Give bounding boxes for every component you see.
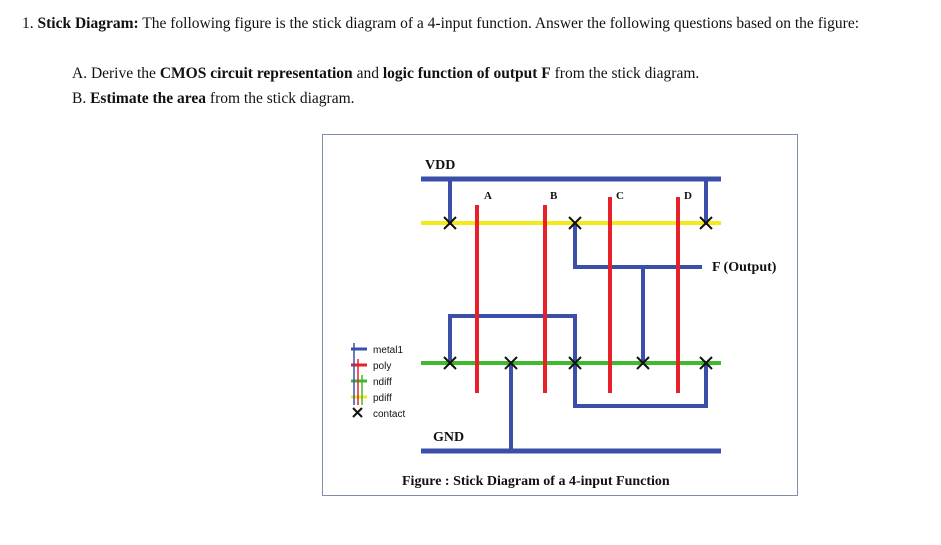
contact-pmos-vdd-right-icon: [699, 216, 713, 230]
part-b-label: B.: [72, 90, 87, 107]
legend-label-metal1: metal1: [373, 345, 403, 356]
output-net-nmos: [573, 363, 708, 408]
part-a-term1: CMOS circuit representation: [159, 65, 353, 82]
part-a-term2: logic function of output F: [382, 65, 551, 82]
stick-diagram-figure: VDD A B C D F (Output) GND Figure : Stic…: [322, 134, 798, 496]
input-label-d: D: [684, 190, 692, 202]
contact-pmos-output-icon: [568, 216, 582, 230]
legend-label-ndiff: ndiff: [373, 377, 392, 388]
legend-label-pdiff: pdiff: [373, 393, 392, 404]
part-b-line: B. Estimate the area from the stick diag…: [72, 89, 355, 109]
question-number: 1.: [22, 15, 34, 32]
stick-diagram-svg: VDD A B C D F (Output) GND Figure : Stic…: [351, 158, 777, 489]
legend-contact-x-icon: [352, 407, 363, 418]
figure-caption: Figure : Stick Diagram of a 4-input Func…: [402, 474, 670, 489]
output-label: F (Output): [712, 260, 777, 275]
vdd-label: VDD: [425, 158, 455, 173]
contact-nmos-5-icon: [699, 356, 713, 370]
gnd-label: GND: [433, 430, 464, 445]
contacts: [443, 216, 713, 370]
part-a-tail: from the stick diagram.: [554, 65, 700, 82]
part-b-term: Estimate the area: [90, 90, 207, 107]
input-label-b: B: [550, 190, 558, 202]
legend-label-contact: contact: [373, 409, 405, 420]
part-a-mid: and: [356, 65, 379, 82]
question-intro: The following figure is the stick diagra…: [142, 15, 860, 32]
nmos-internal-loop: [448, 314, 577, 363]
contact-pmos-vdd-left-icon: [443, 216, 457, 230]
part-a-line: A. Derive the CMOS circuit representatio…: [72, 64, 699, 84]
question-1-line: 1. Stick Diagram: The following figure i…: [22, 14, 859, 34]
part-b-tail: from the stick diagram.: [209, 90, 355, 107]
contact-nmos-1-icon: [443, 356, 457, 370]
legend: metal1 poly ndiff pdiff contact: [351, 345, 405, 420]
contact-nmos-4-icon: [636, 356, 650, 370]
input-label-a: A: [484, 190, 492, 202]
part-a-label: A. Derive the: [72, 65, 156, 82]
contact-nmos-3-icon: [568, 356, 582, 370]
input-label-c: C: [616, 190, 624, 202]
question-title: Stick Diagram:: [37, 15, 139, 32]
legend-label-poly: poly: [373, 361, 391, 372]
output-net-pmos: [573, 223, 702, 269]
contact-nmos-gnd-icon: [504, 356, 518, 370]
